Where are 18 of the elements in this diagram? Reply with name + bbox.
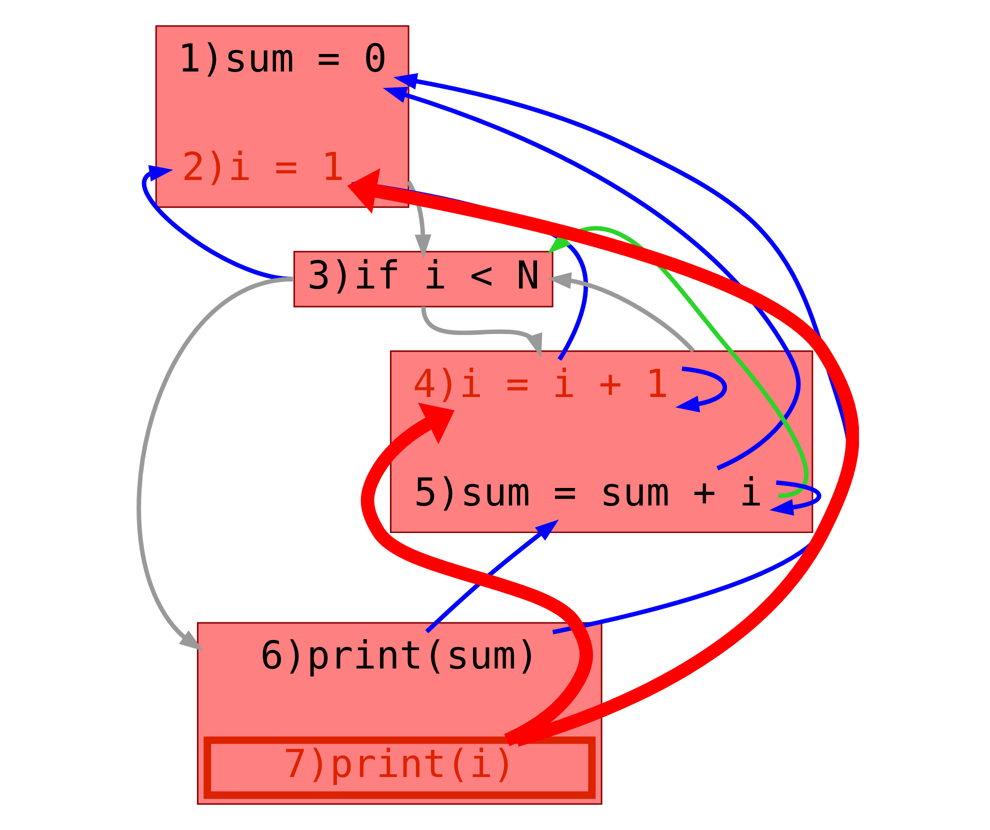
arrow (136, 276, 293, 651)
arrow (674, 366, 727, 412)
node-box: 3)if i < N (292, 250, 553, 308)
arrow (382, 86, 800, 470)
arrow (769, 480, 821, 516)
node-text: 5)sum = sum + i (413, 470, 762, 516)
node-text: 6)print(sum) (260, 634, 539, 679)
node-text: 1)sum = 0 (177, 36, 386, 82)
node-text: 4)i = i + 1 (412, 362, 668, 407)
arrow (546, 272, 694, 353)
node-text: 2)i = 1 (181, 145, 344, 190)
cluster (389, 350, 813, 534)
arrow (346, 168, 858, 747)
arrow (546, 226, 808, 498)
arrow (420, 306, 542, 358)
arrow (360, 402, 592, 746)
cluster (196, 622, 602, 805)
node-box: 7)print(i) (203, 736, 596, 799)
